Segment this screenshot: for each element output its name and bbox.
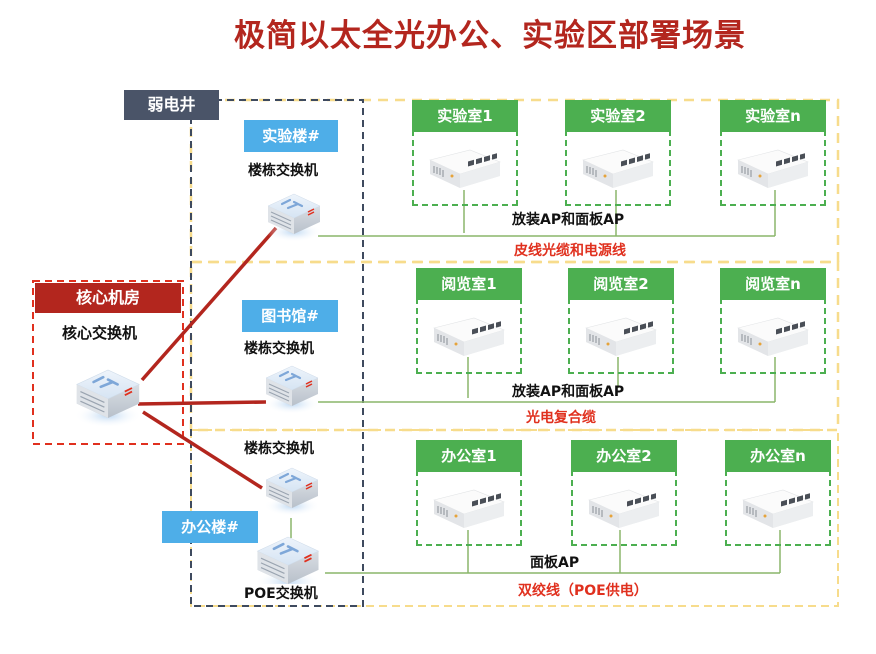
room-office-2-label: 办公室2 bbox=[571, 440, 677, 472]
office-building-tag: 办公楼# bbox=[162, 511, 258, 543]
room-library-n-label: 阅览室n bbox=[720, 268, 826, 300]
library-ap-label: 放装AP和面板AP bbox=[512, 384, 625, 400]
poe-switch-icon bbox=[253, 535, 323, 584]
ap-icon bbox=[588, 489, 660, 529]
library-switch-label: 楼栋交换机 bbox=[244, 341, 314, 357]
room-library-n: 阅览室n bbox=[720, 268, 826, 374]
room-office-n-label: 办公室n bbox=[725, 440, 831, 472]
room-lab-n: 实验室n bbox=[720, 100, 826, 206]
room-lab-1: 实验室1 bbox=[412, 100, 518, 206]
room-office-2: 办公室2 bbox=[571, 440, 677, 546]
room-library-1-label: 阅览室1 bbox=[416, 268, 522, 300]
page-title: 极简以太全光办公、实验区部署场景 bbox=[234, 18, 746, 54]
ap-icon bbox=[585, 317, 657, 357]
ap-icon bbox=[433, 317, 505, 357]
lab-ap-label: 放装AP和面板AP bbox=[512, 212, 625, 228]
room-lab-2: 实验室2 bbox=[565, 100, 671, 206]
shaft-tag: 弱电井 bbox=[124, 90, 219, 120]
lab-building-tag: 实验楼# bbox=[244, 120, 338, 152]
library-building-switch-icon bbox=[262, 364, 322, 416]
office-ap-label: 面板AP bbox=[530, 555, 580, 571]
room-office-n: 办公室n bbox=[725, 440, 831, 546]
lab-cable-label: 皮线光缆和电源线 bbox=[514, 243, 626, 259]
core-link-office bbox=[142, 410, 263, 490]
library-cable-label: 光电复合缆 bbox=[526, 410, 596, 426]
core-link-library bbox=[137, 400, 267, 406]
lab-building-switch-icon bbox=[264, 192, 324, 244]
library-building-tag: 图书馆# bbox=[242, 300, 338, 332]
ap-icon bbox=[737, 317, 809, 357]
poe-switch-label: POE交换机 bbox=[244, 586, 318, 602]
core-link-lab bbox=[140, 226, 278, 382]
zone-frame-office bbox=[190, 429, 839, 607]
core-switch-label: 核心交换机 bbox=[62, 324, 138, 342]
office-cable-label: 双绞线（POE供电） bbox=[518, 583, 648, 599]
room-lab-n-label: 实验室n bbox=[720, 100, 826, 132]
ap-icon bbox=[429, 149, 501, 189]
core-room-tag: 核心机房 bbox=[35, 283, 181, 313]
core-frame bbox=[32, 280, 184, 445]
shaft-frame bbox=[190, 99, 364, 607]
ap-icon bbox=[582, 149, 654, 189]
zone-frame-library bbox=[189, 260, 840, 432]
lab-switch-label: 楼栋交换机 bbox=[248, 163, 318, 179]
room-library-1: 阅览室1 bbox=[416, 268, 522, 374]
office-building-switch-icon bbox=[262, 466, 322, 518]
room-office-1: 办公室1 bbox=[416, 440, 522, 546]
office-switch-label: 楼栋交换机 bbox=[244, 441, 314, 457]
room-lab-1-label: 实验室1 bbox=[412, 100, 518, 132]
room-lab-2-label: 实验室2 bbox=[565, 100, 671, 132]
ap-icon bbox=[433, 489, 505, 529]
room-library-2-label: 阅览室2 bbox=[568, 268, 674, 300]
ap-icon bbox=[742, 489, 814, 529]
core-switch-icon bbox=[73, 368, 143, 429]
room-office-1-label: 办公室1 bbox=[416, 440, 522, 472]
room-library-2: 阅览室2 bbox=[568, 268, 674, 374]
ap-icon bbox=[737, 149, 809, 189]
